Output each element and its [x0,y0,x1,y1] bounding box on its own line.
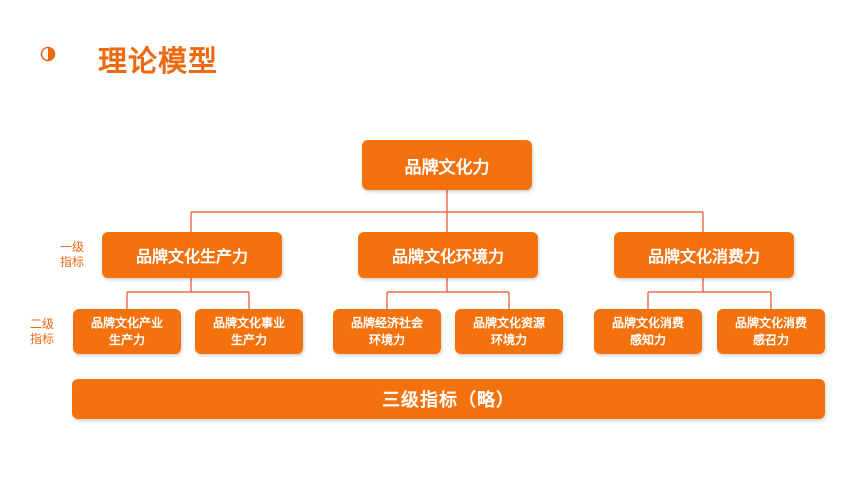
node-production: 品牌文化生产力 [102,232,282,278]
node-consumption-perception: 品牌文化消费感知力 [594,309,702,354]
level2-label: 二级 指标 [29,317,54,346]
node-industry-productivity: 品牌文化产业生产力 [73,309,181,354]
page-title: 理论模型 [98,44,219,78]
node-consumption-appeal: 品牌文化消费感召力 [717,309,825,354]
level1-label: 一级 指标 [59,240,84,269]
root-node: 品牌文化力 [362,140,532,190]
node-resource-environment: 品牌文化资源环境力 [455,309,563,354]
node-undertaking-productivity: 品牌文化事业生产力 [195,309,303,354]
half-circle-bullet-icon [40,46,56,62]
node-socioeconomic-environment: 品牌经济社会环境力 [333,309,441,354]
level3-bar: 三级指标（略） [72,379,825,419]
node-consumption: 品牌文化消费力 [614,232,794,278]
node-environment: 品牌文化环境力 [358,232,538,278]
